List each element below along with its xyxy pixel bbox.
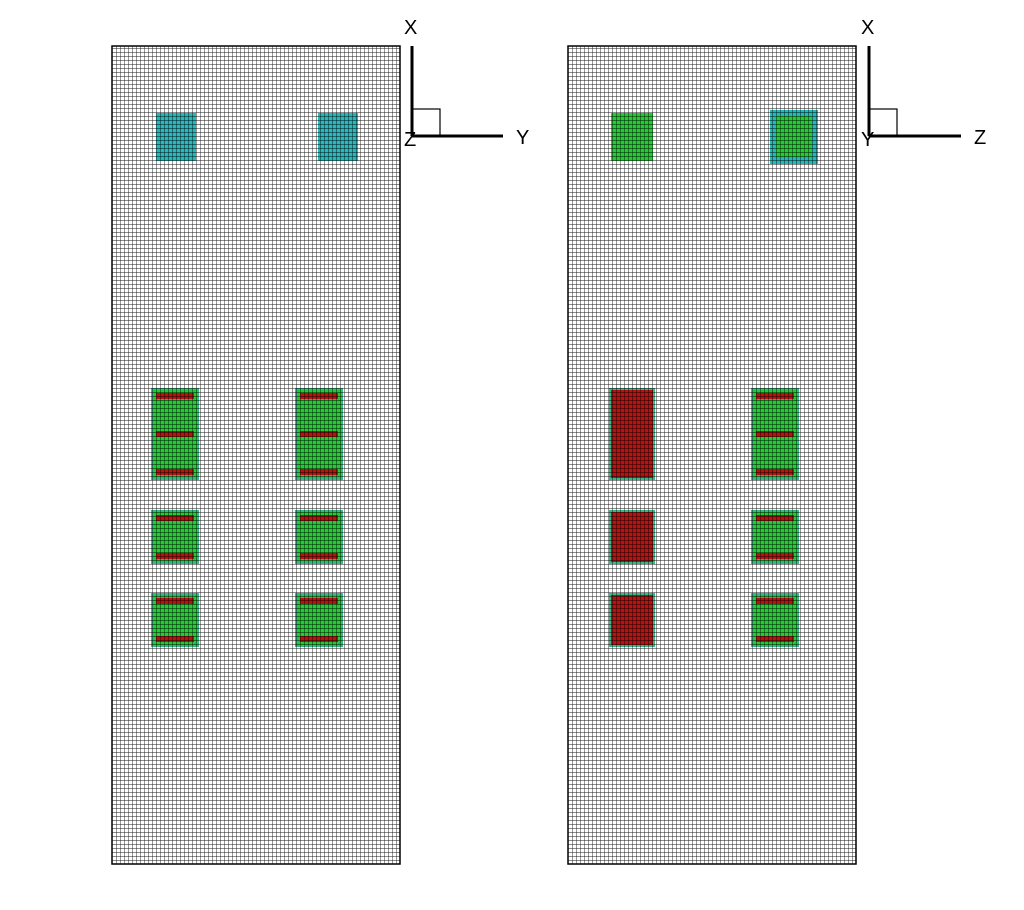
right-corner-axis-label: Y xyxy=(861,129,874,151)
left-axis-triad: X Y Z xyxy=(404,17,529,151)
right-panel xyxy=(567,45,857,865)
left-horizontal-axis-label: Y xyxy=(516,127,529,149)
left-axis-corner-box xyxy=(411,108,441,137)
right-mesh-border xyxy=(567,45,857,865)
right-axis-corner-box xyxy=(868,108,898,137)
right-axis-triad: X Z Y xyxy=(861,17,986,151)
left-mesh-grid xyxy=(112,46,400,864)
left-vertical-axis-label: X xyxy=(404,17,417,39)
left-panel xyxy=(111,45,401,865)
left-mesh-border xyxy=(111,45,401,865)
right-horizontal-axis-label: Z xyxy=(974,127,986,149)
right-mesh-grid xyxy=(568,46,856,864)
right-vertical-axis-label: X xyxy=(861,17,874,39)
left-corner-axis-label: Z xyxy=(404,129,416,151)
